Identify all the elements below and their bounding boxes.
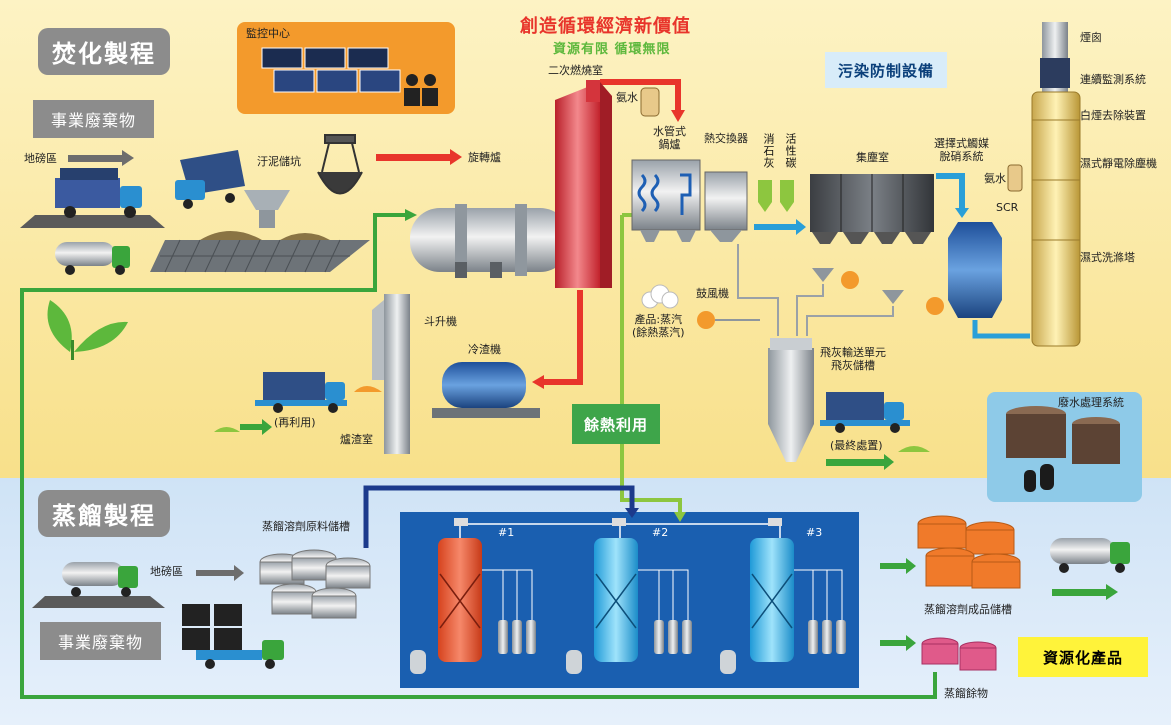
secondary-chamber-label: 二次燃燒室 bbox=[548, 64, 603, 77]
column-3-label: #3 bbox=[806, 526, 823, 539]
monitor-center-label: 監控中心 bbox=[246, 27, 290, 40]
scr-short-label: SCR bbox=[996, 201, 1019, 214]
pollution-control-badge: 污染防制設備 bbox=[825, 52, 947, 88]
reuse-label: (再利用) bbox=[274, 416, 316, 429]
waste-water-label: 廢水處理系統 bbox=[1058, 396, 1124, 409]
stack-item-monitoring: 連續監測系統 bbox=[1080, 73, 1146, 86]
stack-item-wesp: 濕式靜電除塵機 bbox=[1080, 157, 1157, 170]
ammonia2-label: 氨水 bbox=[984, 172, 1006, 185]
residue-label: 蒸餾餘物 bbox=[944, 687, 988, 700]
fly-ash-label: 飛灰輸送單元 飛灰儲槽 bbox=[820, 346, 886, 372]
dust-collector-label: 集塵室 bbox=[856, 151, 889, 164]
product-tank-label: 蒸餾溶劑成品儲槽 bbox=[924, 603, 1012, 616]
scr-label: 選擇式觸媒 脫硝系統 bbox=[934, 137, 989, 163]
incineration-title: 焚化製程 bbox=[38, 28, 170, 75]
distillation-weighbridge-label: 地磅區 bbox=[150, 565, 183, 578]
stack-item-white-smoke: 白煙去除裝置 bbox=[1080, 109, 1146, 122]
raw-tank-label: 蒸餾溶劑原料儲槽 bbox=[262, 520, 350, 533]
final-disposal-label: (最終處置) bbox=[830, 439, 883, 452]
distillation-title: 蒸餾製程 bbox=[38, 490, 170, 537]
lime-label: 消石灰 bbox=[762, 133, 775, 169]
bucket-elevator-label: 斗升機 bbox=[424, 315, 457, 328]
heat-exchanger-label: 熱交換器 bbox=[704, 132, 748, 145]
incineration-waste-label: 事業廢棄物 bbox=[33, 100, 155, 138]
rotary-kiln-label: 旋轉爐 bbox=[468, 151, 501, 164]
column-2-label: #2 bbox=[652, 526, 669, 539]
slag-cooler-label: 冷渣機 bbox=[468, 343, 501, 356]
heat-utilization-badge: 餘熱利用 bbox=[572, 404, 660, 444]
sludge-pit-label: 汙泥儲坑 bbox=[257, 155, 301, 168]
weighbridge-label: 地磅區 bbox=[24, 152, 57, 165]
stack-item-scrubber: 濕式洗滌塔 bbox=[1080, 251, 1135, 264]
blower-label: 鼓風機 bbox=[696, 287, 729, 300]
steam-product-label: 產品:蒸汽 (餘熱蒸汽) bbox=[632, 313, 685, 339]
ammonia-label: 氨水 bbox=[616, 91, 638, 104]
column-1-label: #1 bbox=[498, 526, 515, 539]
activated-carbon-label: 活性碳 bbox=[784, 133, 797, 169]
distillation-waste-label: 事業廢棄物 bbox=[40, 622, 162, 660]
resource-product-badge: 資源化產品 bbox=[1018, 637, 1148, 677]
boiler-label: 水管式 鍋爐 bbox=[653, 125, 686, 151]
slogan-main: 創造循環經濟新價值 bbox=[520, 16, 691, 37]
slag-room-label: 爐渣室 bbox=[340, 433, 373, 446]
slogan-sub: 資源有限 循環無限 bbox=[553, 42, 671, 57]
stack-item-chimney: 煙囪 bbox=[1080, 31, 1102, 44]
